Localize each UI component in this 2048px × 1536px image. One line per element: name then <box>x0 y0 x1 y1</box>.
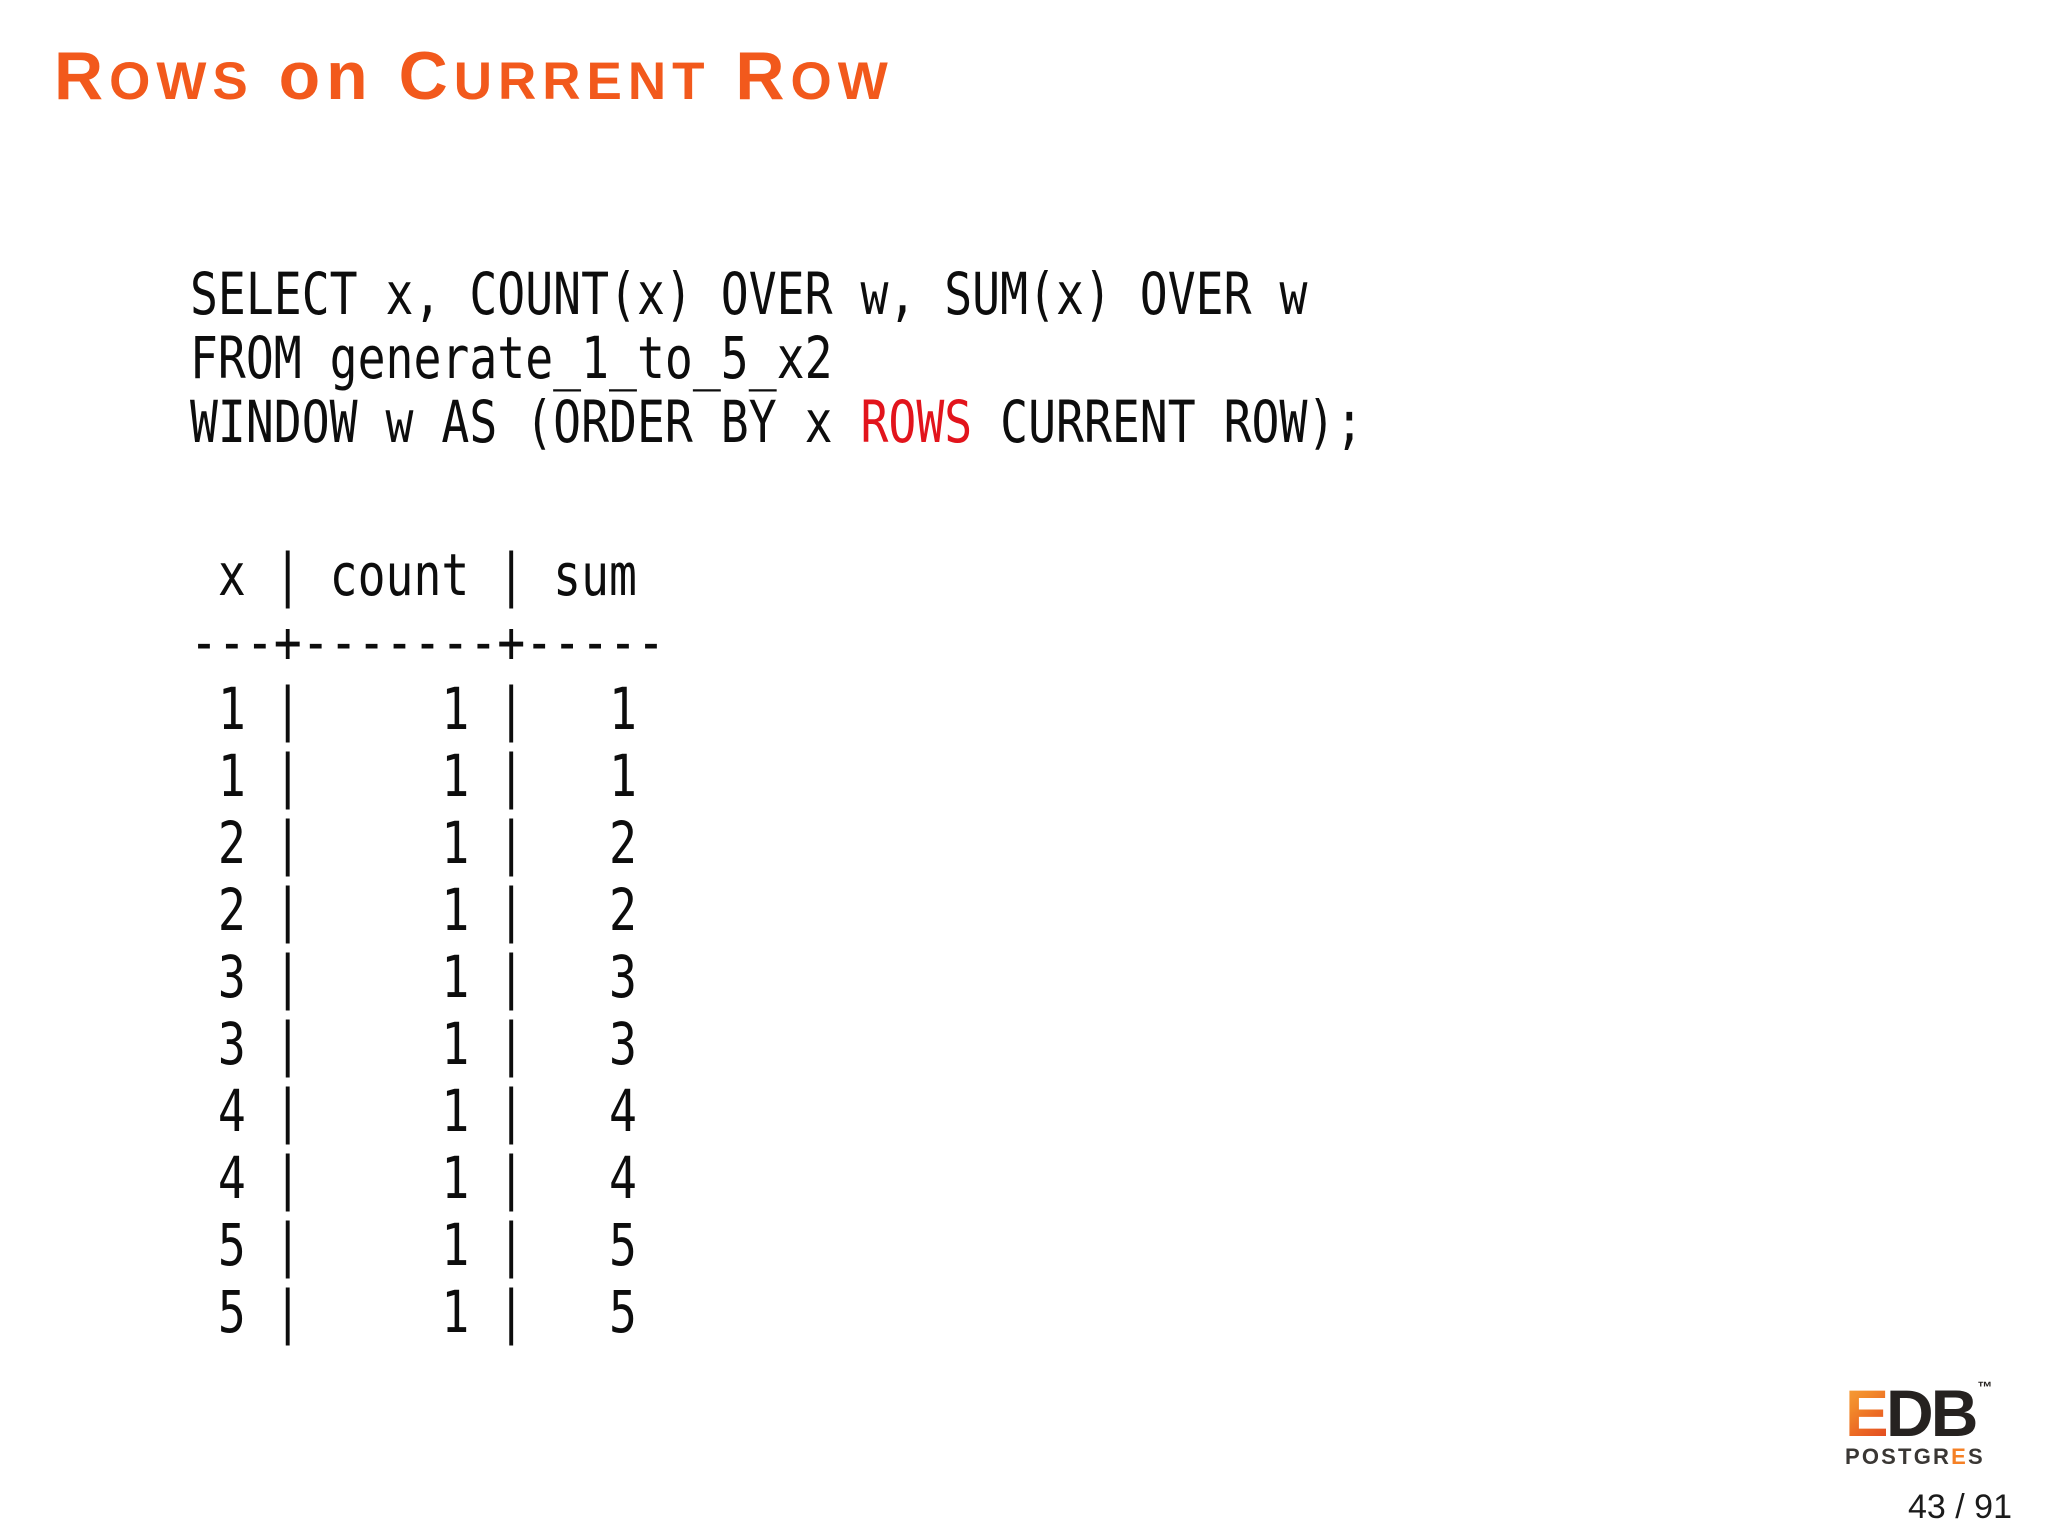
query-result-output: x | count | sum---+-------+----- 1 | 1 |… <box>190 542 665 1346</box>
rows-keyword-highlight: ROWS <box>860 388 973 456</box>
page-number: 43 / 91 <box>1908 1488 2012 1526</box>
result-row: 5 | 1 | 5 <box>190 1211 637 1279</box>
postgres-letters: POSTGR <box>1845 1444 1952 1469</box>
result-row: 3 | 1 | 3 <box>190 943 637 1011</box>
result-row: 2 | 1 | 2 <box>190 876 637 944</box>
trademark-symbol: ™ <box>1977 1379 1993 1396</box>
sql-line-window: WINDOW w AS (ORDER BY x ROWS CURRENT ROW… <box>190 390 1363 454</box>
result-separator: ---+-------+----- <box>190 608 665 676</box>
result-row: 2 | 1 | 2 <box>190 809 637 877</box>
title-segment: R <box>710 38 791 114</box>
postgres-orange-e: E <box>1951 1444 1968 1469</box>
title-segment: on <box>253 38 399 114</box>
edb-logo-letter-e: E <box>1845 1376 1889 1450</box>
sql-window-prefix: WINDOW w AS (ORDER BY x <box>190 388 861 456</box>
postgres-letters: S <box>1967 1444 1985 1469</box>
result-header-row: x | count | sum <box>190 541 637 609</box>
title-segment: OW <box>790 52 894 111</box>
result-row: 1 | 1 | 1 <box>190 742 637 810</box>
title-segment: C <box>398 38 454 114</box>
result-row: 4 | 1 | 4 <box>190 1144 637 1212</box>
title-segment: OWS <box>109 52 254 111</box>
sql-line-from: FROM generate_1_to_5_x2 <box>190 324 833 392</box>
title-segment: R <box>54 38 110 114</box>
edb-logo-letters-db: DB <box>1886 1376 1978 1450</box>
postgres-wordmark: POSTGRES <box>1845 1446 2015 1468</box>
result-row: 1 | 1 | 1 <box>190 675 637 743</box>
sql-window-suffix: CURRENT ROW); <box>972 388 1364 456</box>
sql-code-block: SELECT x, COUNT(x) OVER w, SUM(x) OVER w… <box>190 262 1363 454</box>
sql-line-select: SELECT x, COUNT(x) OVER w, SUM(x) OVER w <box>190 260 1308 328</box>
result-row: 5 | 1 | 5 <box>190 1278 637 1346</box>
result-row: 4 | 1 | 4 <box>190 1077 637 1145</box>
result-row: 3 | 1 | 3 <box>190 1010 637 1078</box>
page-title: ROWS on CURRENT ROW <box>54 42 894 110</box>
title-segment: URRENT <box>453 52 711 111</box>
